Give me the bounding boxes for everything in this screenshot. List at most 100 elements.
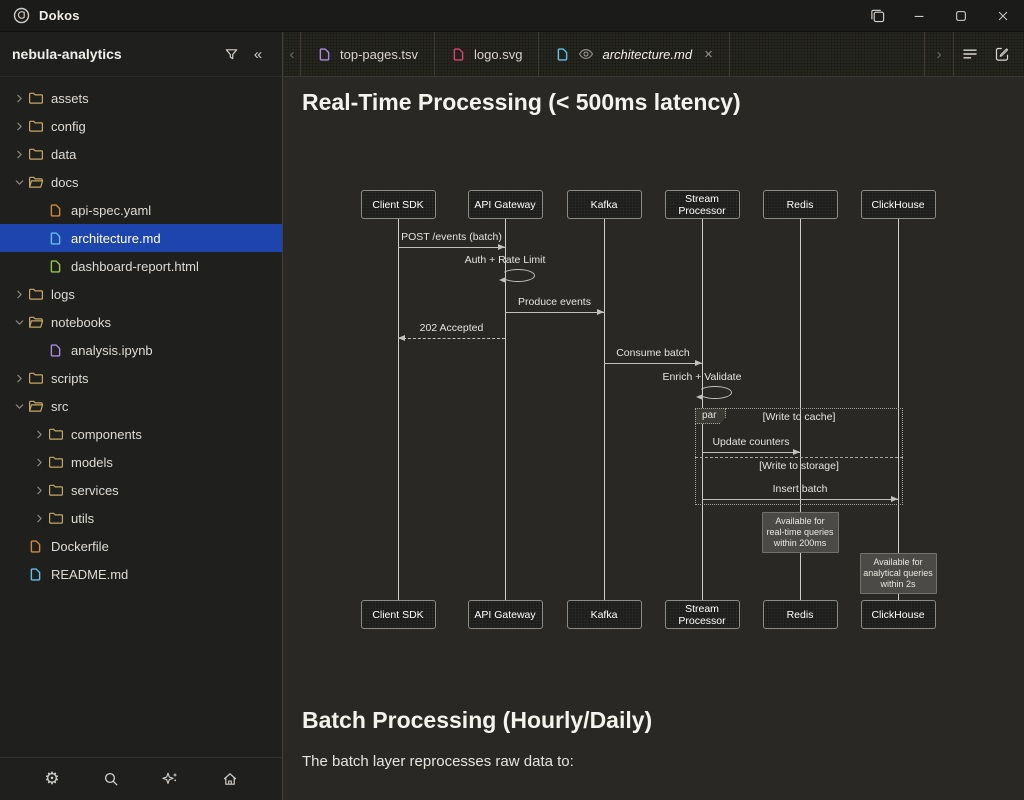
folder-icon	[28, 370, 49, 386]
message-label: Produce events	[518, 296, 591, 308]
tabs-scroll-left-icon[interactable]: ‹	[289, 45, 295, 63]
tree-folder-utils[interactable]: utils	[0, 504, 282, 532]
par-section-label: [Write to cache]	[762, 411, 836, 423]
tab-logo.svg[interactable]: logo.svg	[435, 32, 540, 76]
chevron-right-icon[interactable]	[10, 148, 28, 161]
actor-Redis: Redis	[762, 190, 838, 219]
actor-Stream Processor: Stream Processor	[664, 190, 740, 219]
arrowhead	[597, 309, 604, 315]
self-loop	[501, 269, 535, 282]
folder-icon	[48, 482, 69, 498]
message-label: Insert batch	[772, 483, 828, 495]
window-controls	[856, 0, 1024, 31]
actor-Client SDK: Client SDK	[360, 190, 436, 219]
file-icon	[28, 567, 49, 582]
minimize-button[interactable]	[898, 0, 940, 31]
tree-folder-src[interactable]: src	[0, 392, 282, 420]
tabbar-separator	[924, 31, 925, 77]
folder-open-icon	[28, 314, 49, 330]
chevron-right-icon[interactable]	[30, 456, 48, 469]
message-label: 202 Accepted	[419, 322, 484, 334]
tree-folder-docs[interactable]: docs	[0, 168, 282, 196]
chevron-down-icon[interactable]	[10, 400, 28, 413]
tree-folder-config[interactable]: config	[0, 112, 282, 140]
tree-file-api-spec.yaml[interactable]: api-spec.yaml	[0, 196, 282, 224]
arrowhead	[498, 244, 505, 250]
chevron-right-icon[interactable]	[10, 92, 28, 105]
chevron-down-icon[interactable]	[10, 176, 28, 189]
lifeline-Redis	[799, 219, 801, 600]
chevron-right-icon[interactable]	[10, 120, 28, 133]
chevron-right-icon[interactable]	[10, 288, 28, 301]
tree-item-label: data	[51, 146, 77, 162]
tree-file-analysis.ipynb[interactable]: analysis.ipynb	[0, 336, 282, 364]
tab-overview-icon[interactable]	[856, 0, 898, 31]
tree-folder-models[interactable]: models	[0, 448, 282, 476]
actor-Redis: Redis	[762, 600, 838, 629]
chevron-down-icon[interactable]	[10, 316, 28, 329]
ai-sparkles-icon[interactable]	[159, 767, 183, 791]
tree-folder-logs[interactable]: logs	[0, 280, 282, 308]
actor-Kafka: Kafka	[566, 190, 642, 219]
folder-icon	[28, 286, 49, 302]
tree-folder-components[interactable]: components	[0, 420, 282, 448]
collapse-sidebar-icon[interactable]: «	[253, 45, 262, 63]
settings-icon[interactable]: ⚙	[44, 769, 60, 788]
close-button[interactable]	[982, 0, 1024, 31]
tab-top-pages.tsv[interactable]: top-pages.tsv	[300, 32, 436, 76]
arrowhead	[398, 335, 405, 341]
folder-icon	[48, 510, 69, 526]
file-icon	[48, 259, 69, 274]
heading-batch: Batch Processing (Hourly/Daily)	[302, 707, 653, 733]
search-icon[interactable]	[99, 767, 123, 791]
tabbar-separator	[953, 31, 954, 77]
actor-Kafka: Kafka	[566, 600, 642, 629]
arrowhead	[499, 277, 506, 283]
file-icon	[555, 47, 570, 62]
markdown-preview: Real-Time Processing (< 500ms latency) C…	[284, 77, 1024, 800]
maximize-button[interactable]	[940, 0, 982, 31]
tree-folder-assets[interactable]: assets	[0, 84, 282, 112]
new-note-icon[interactable]	[986, 46, 1018, 62]
tree-folder-notebooks[interactable]: notebooks	[0, 308, 282, 336]
chevron-right-icon[interactable]	[10, 372, 28, 385]
batch-paragraph: The batch layer reprocesses raw data to:	[302, 753, 574, 770]
tree-item-label: logs	[51, 286, 75, 302]
message-line	[604, 363, 702, 364]
tree-file-dashboard-report.html[interactable]: dashboard-report.html	[0, 252, 282, 280]
actor-API Gateway: API Gateway	[467, 190, 543, 219]
chevron-right-icon[interactable]	[30, 512, 48, 525]
chevron-right-icon[interactable]	[30, 484, 48, 497]
tree-item-label: analysis.ipynb	[71, 342, 153, 358]
message-line	[398, 247, 505, 248]
app-title: Dokos	[39, 8, 80, 23]
tree-item-label: architecture.md	[71, 230, 161, 246]
tabs-scroll-right-icon[interactable]: ›	[936, 45, 942, 63]
filter-icon[interactable]	[218, 47, 244, 62]
tab-close-button[interactable]: ×	[704, 45, 713, 63]
actor-API Gateway: API Gateway	[467, 600, 543, 629]
file-icon	[317, 47, 332, 62]
tree-folder-data[interactable]: data	[0, 140, 282, 168]
title-left: Dokos	[0, 7, 80, 24]
actor-Stream Processor: Stream Processor	[664, 600, 740, 629]
home-icon[interactable]	[218, 767, 242, 791]
tree-file-Dockerfile[interactable]: Dockerfile	[0, 532, 282, 560]
tree-file-architecture.md[interactable]: architecture.md	[0, 224, 282, 252]
lifeline-Client SDK	[397, 219, 399, 600]
tree-file-README.md[interactable]: README.md	[0, 560, 282, 588]
par-divider	[695, 457, 903, 458]
tree-item-label: services	[71, 482, 119, 498]
tab-architecture.md[interactable]: architecture.md×	[539, 32, 730, 76]
chevron-right-icon[interactable]	[30, 428, 48, 441]
outline-icon[interactable]	[954, 46, 986, 62]
tree-folder-scripts[interactable]: scripts	[0, 364, 282, 392]
folder-open-icon	[28, 398, 49, 414]
tree-folder-services[interactable]: services	[0, 476, 282, 504]
lifeline-ClickHouse	[897, 219, 899, 600]
tree-item-label: utils	[71, 510, 95, 526]
